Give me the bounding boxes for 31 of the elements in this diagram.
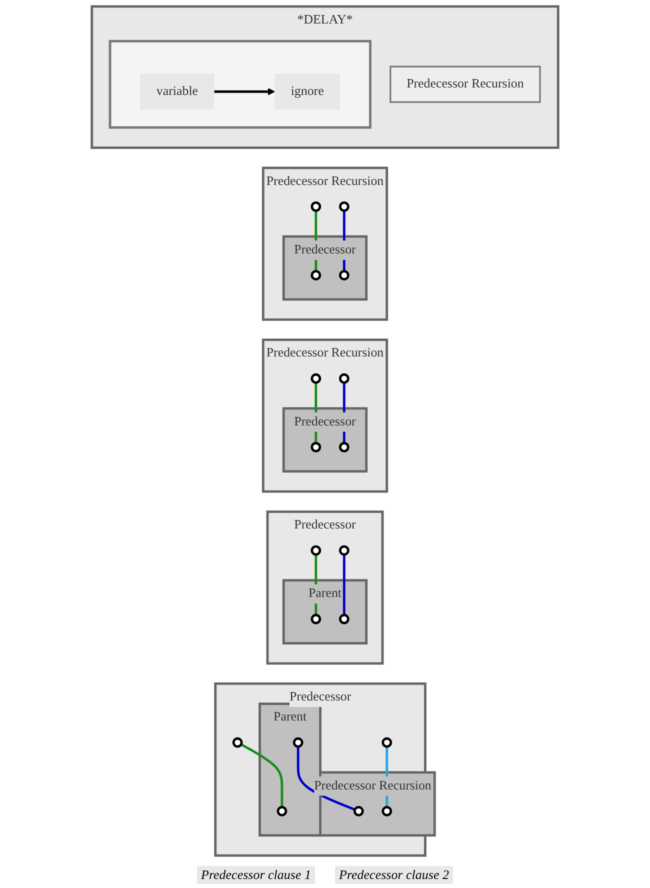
- node-box: ignore: [274, 74, 340, 110]
- node-circle: [338, 373, 350, 384]
- node-circle: [382, 737, 392, 748]
- caption-text: Predecessor clause 1: [197, 866, 315, 884]
- cluster: Predecessor: [282, 407, 368, 473]
- node-box: variable: [140, 74, 214, 110]
- node-circle: [338, 545, 350, 556]
- node-circle: [338, 614, 350, 624]
- node-circle: [382, 806, 392, 816]
- node-circle: [310, 270, 322, 280]
- arrow: [214, 88, 276, 96]
- connector: [296, 746, 356, 811]
- node-circle: [292, 737, 304, 748]
- connector: [342, 554, 346, 616]
- node-circle: [310, 373, 322, 384]
- node-circle: [276, 806, 288, 816]
- caption-text: Predecessor clause 2: [335, 866, 453, 884]
- node-circle: [310, 614, 322, 624]
- connector: [240, 743, 284, 808]
- cluster: [108, 40, 372, 129]
- cluster: Predecessor: [282, 235, 368, 301]
- node-box: Predecessor Recursion: [390, 66, 541, 103]
- node-circle: [338, 270, 350, 280]
- node-circle: [338, 442, 350, 452]
- node-circle: [310, 545, 322, 556]
- node-circle: [310, 442, 322, 452]
- node-circle: [338, 201, 350, 212]
- node-circle: [232, 737, 243, 748]
- node-circle: [310, 201, 322, 212]
- node-circle: [353, 806, 364, 816]
- cluster: Parent: [282, 579, 368, 644]
